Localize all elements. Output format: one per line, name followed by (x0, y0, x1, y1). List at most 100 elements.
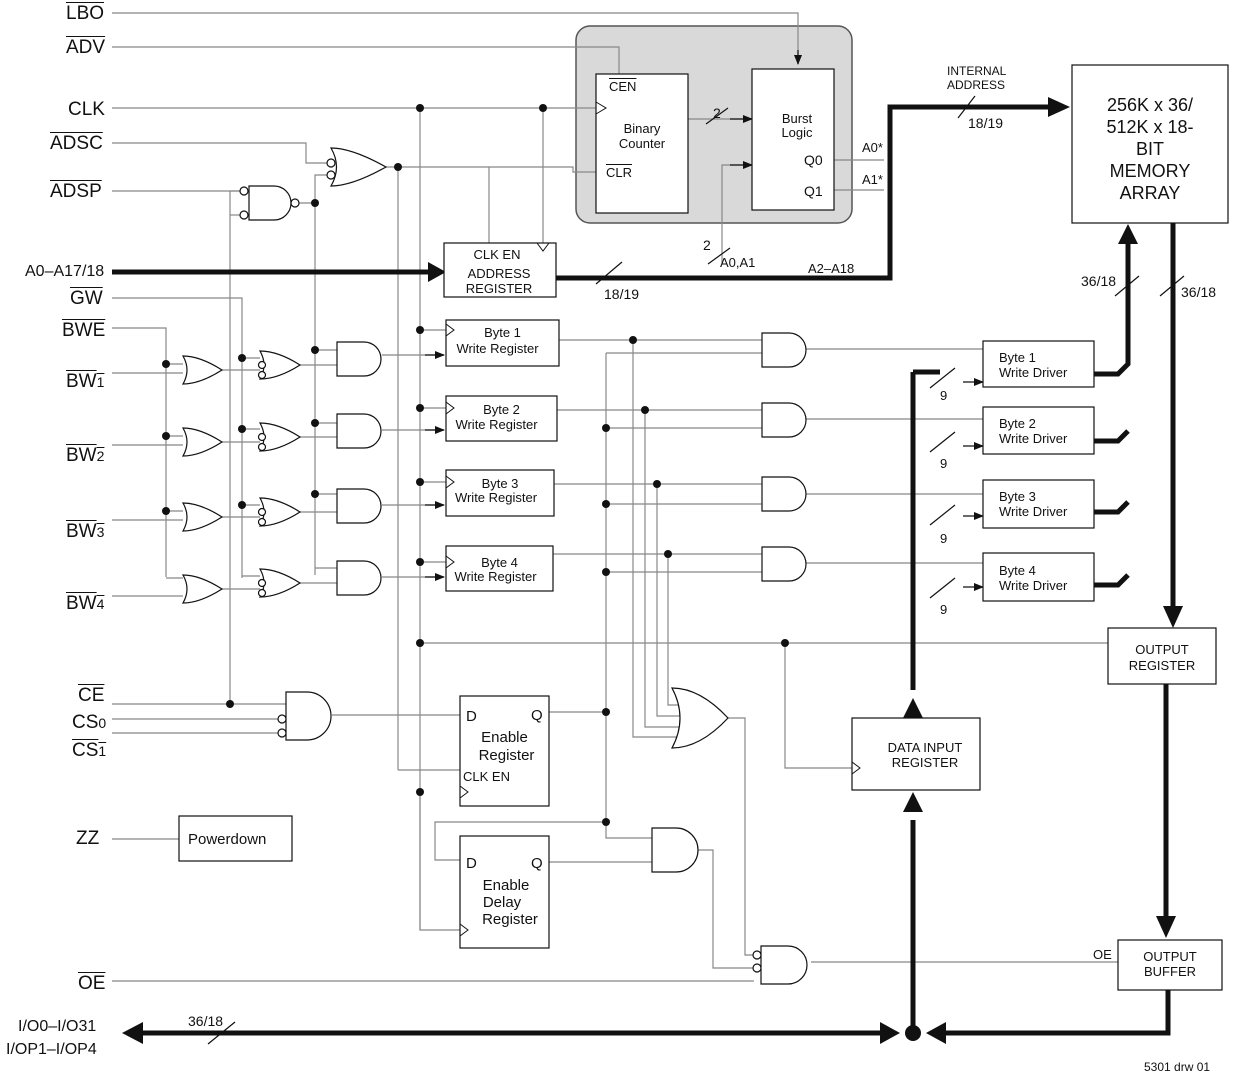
signal-adv: ADV (66, 37, 106, 58)
output-buffer-oe-label: OE (1093, 947, 1112, 962)
delay-register-line2: Delay (482, 894, 522, 911)
signal-bw1: BW1 (66, 371, 105, 392)
address-register (443, 242, 557, 298)
write-register-3-line2: Write Register (454, 490, 538, 505)
burst-title-1: Burst (781, 111, 813, 126)
signal-adsp: ADSP (50, 181, 102, 202)
counter-clr-label: CLR (606, 165, 633, 180)
write-driver-4-line1: Byte 4 (999, 563, 1036, 578)
a0star-label: A0* (862, 140, 883, 155)
binary-counter (595, 73, 689, 214)
burst-logic (751, 68, 835, 211)
bus-width-byte4: 9 (940, 602, 948, 617)
bus-width-byte1: 9 (940, 388, 948, 403)
signal-bw4-subscript: 4 (96, 596, 105, 612)
write-register-1-line1: Byte 1 (484, 325, 521, 340)
output-register-line1: OUTPUT (1135, 642, 1189, 657)
or-gate (329, 147, 388, 187)
write-driver-2-line1: Byte 2 (999, 416, 1036, 431)
bus-width-byte3: 9 (940, 531, 948, 546)
junction-dots (162, 104, 789, 826)
byte4-write-register (445, 545, 554, 592)
write-register-4-line2: Write Register (454, 569, 537, 584)
output-buffer (1117, 939, 1223, 991)
address-register-line3: REGISTER (465, 281, 533, 296)
bus-width-io: 36/18 (188, 1013, 224, 1029)
signal-gw: GW (70, 288, 103, 309)
signal-oe: OE (78, 973, 106, 994)
byte2-write-driver (982, 406, 1095, 455)
write-register-1-line2: Write Register (456, 341, 539, 356)
signal-cs0-subscript: 0 (98, 715, 107, 731)
bus-width-array-in: 36/18 (1081, 273, 1117, 289)
write-driver-1-line2: Write Driver (999, 365, 1068, 380)
bus-width-internal: 18/19 (968, 115, 1004, 131)
signal-zz: ZZ (76, 828, 100, 849)
thin-arrows (425, 50, 984, 591)
write-register-4-line1: Byte 4 (481, 555, 518, 570)
bus-width-counter: 2 (713, 105, 721, 121)
internal-address-label-2: ADDRESS (947, 78, 1006, 92)
write-driver-4-line2: Write Driver (999, 578, 1068, 593)
signal-bw3: BW3 (66, 521, 105, 542)
enable-register-line2: Register (478, 747, 535, 764)
memory-line2: 512K x 18- (1106, 117, 1194, 137)
powerdown-block (178, 815, 293, 862)
memory-line1: 256K x 36/ (1106, 95, 1194, 115)
data-input-register (851, 717, 981, 791)
burst-q0-label: Q0 (804, 152, 823, 168)
memory-line3: BIT (1135, 139, 1164, 159)
byte4-write-driver (982, 552, 1095, 602)
big-or-gate (671, 687, 729, 749)
enable-delay-register (459, 835, 550, 949)
signal-clk: CLK (68, 99, 105, 120)
signal-io: I/O0–I/O31 (18, 1018, 97, 1035)
signal-cs0: CS0 (72, 712, 107, 733)
byte3-write-register (445, 469, 555, 517)
signal-bwe: BWE (62, 320, 106, 341)
logic-gates (181, 147, 808, 985)
signal-lbo: LBO (66, 3, 105, 24)
burst-title-2: Logic (781, 125, 813, 140)
bus-width-address: 18/19 (604, 286, 640, 302)
signal-bw3-subscript: 3 (96, 524, 105, 540)
memory-array (1071, 64, 1229, 224)
signal-bw2-subscript: 2 (96, 448, 105, 464)
address-register-line2: ADDRESS (467, 266, 531, 281)
thick-buses (112, 104, 1176, 1036)
write-register-3-line1: Byte 3 (481, 476, 519, 491)
powerdown-label: Powerdown (188, 831, 267, 848)
data-input-register-line1: DATA INPUT (887, 740, 963, 755)
data-input-register-line2: REGISTER (891, 755, 959, 770)
bus-width-a0a1: 2 (703, 237, 711, 253)
write-driver-3-line1: Byte 3 (999, 489, 1036, 504)
enable-register-q: Q (531, 707, 543, 724)
output-buffer-line1: OUTPUT (1143, 949, 1197, 964)
output-buffer-line2: BUFFER (1144, 964, 1196, 979)
memory-line4: MEMORY (1109, 161, 1191, 181)
signal-adsc: ADSC (50, 133, 103, 154)
internal-address-label-1: INTERNAL (947, 64, 1007, 78)
signal-bw2: BW2 (66, 445, 105, 466)
address-register-line1: CLK EN (473, 247, 521, 262)
a2a18-label: A2–A18 (808, 261, 855, 276)
signal-bw1-subscript: 1 (96, 374, 105, 390)
enable-register (459, 695, 550, 807)
output-register-line2: REGISTER (1128, 658, 1196, 673)
enable-register-clken: CLK EN (463, 769, 510, 784)
signal-cs1-subscript: 1 (98, 743, 107, 759)
delay-register-line3: Register (482, 911, 538, 928)
enable-register-line1: Enable (481, 729, 528, 746)
big-arrows (122, 97, 1183, 1044)
signal-cs1: CS1 (72, 740, 107, 761)
write-driver-2-line2: Write Driver (999, 431, 1068, 446)
signal-iop: I/OP1–I/OP4 (6, 1041, 97, 1058)
byte1-write-register (445, 319, 560, 367)
signal-bw4: BW4 (66, 593, 105, 614)
bus-ticks (207, 95, 1185, 1045)
counter-title-2: Counter (618, 136, 666, 151)
counter-cen-label: CEN (609, 79, 637, 94)
output-register (1107, 627, 1217, 685)
byte3-write-driver (982, 479, 1095, 529)
